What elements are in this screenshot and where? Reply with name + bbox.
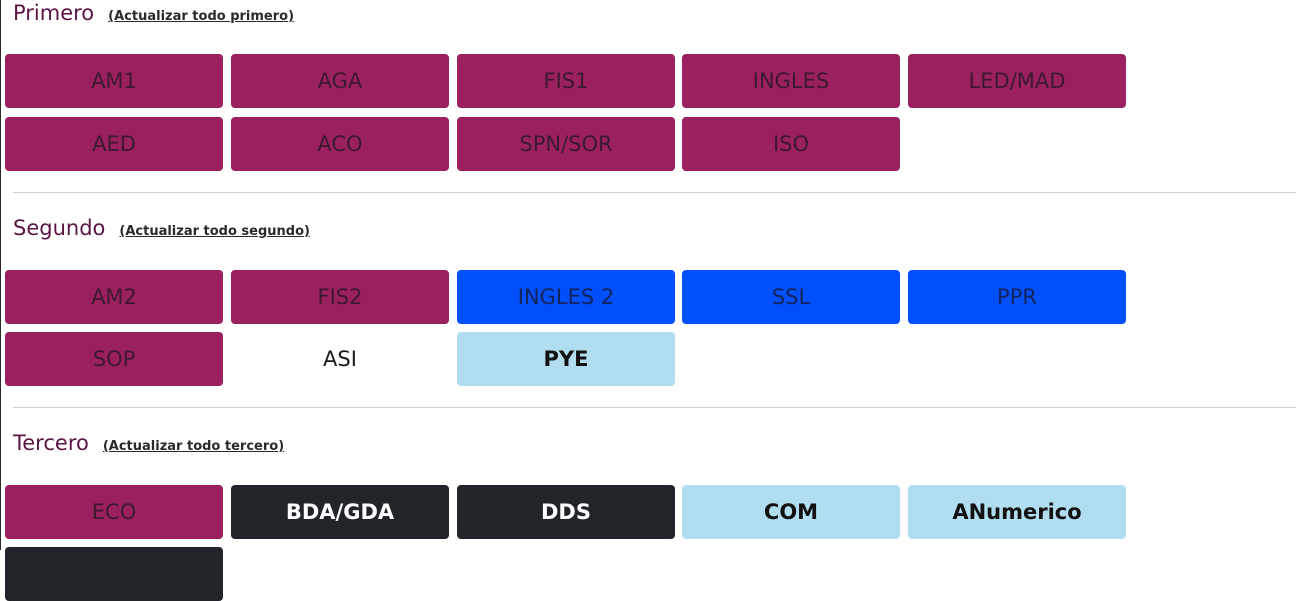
window-left-edge: [0, 0, 1, 550]
subject-button-asi[interactable]: ASI: [231, 332, 449, 386]
subject-button-sop[interactable]: SOP: [5, 332, 223, 386]
subject-button-ppr[interactable]: PPR: [908, 270, 1126, 324]
subject-button-led-mad[interactable]: LED/MAD: [908, 54, 1126, 108]
subject-button-pye[interactable]: PYE: [457, 332, 675, 386]
subject-button-aed[interactable]: AED: [5, 117, 223, 171]
section-header-segundo: Segundo (Actualizar todo segundo): [13, 216, 310, 240]
section-segundo: Segundo (Actualizar todo segundo) AM2 FI…: [0, 193, 1304, 407]
subject-button-spn-sor[interactable]: SPN/SOR: [457, 117, 675, 171]
subject-button-anumerico[interactable]: ANumerico: [908, 485, 1126, 539]
subject-button-aga[interactable]: AGA: [231, 54, 449, 108]
subject-button-fis1[interactable]: FIS1: [457, 54, 675, 108]
update-all-primero-link[interactable]: (Actualizar todo primero): [108, 9, 295, 24]
section-title: Tercero: [13, 431, 89, 455]
subject-button-iso[interactable]: ISO: [682, 117, 900, 171]
section-divider: [13, 192, 1296, 193]
section-header-tercero: Tercero (Actualizar todo tercero): [13, 431, 284, 455]
subject-button-eco[interactable]: ECO: [5, 485, 223, 539]
subject-button-ingles-2[interactable]: INGLES 2: [457, 270, 675, 324]
section-divider: [13, 407, 1296, 408]
subject-button-am2[interactable]: AM2: [5, 270, 223, 324]
subject-button-bda-gda[interactable]: BDA/GDA: [231, 485, 449, 539]
section-primero: Primero (Actualizar todo primero) AM1 AG…: [0, 0, 1304, 192]
subject-button-fis2[interactable]: FIS2: [231, 270, 449, 324]
subject-button-ssl[interactable]: SSL: [682, 270, 900, 324]
update-all-segundo-link[interactable]: (Actualizar todo segundo): [119, 224, 310, 239]
subject-button-ingles[interactable]: INGLES: [682, 54, 900, 108]
section-title: Segundo: [13, 216, 106, 240]
section-tercero: Tercero (Actualizar todo tercero) ECO BD…: [0, 408, 1304, 601]
section-title: Primero: [13, 1, 95, 25]
update-all-tercero-link[interactable]: (Actualizar todo tercero): [102, 439, 285, 454]
subject-button-dds[interactable]: DDS: [457, 485, 675, 539]
subject-button-aco[interactable]: ACO: [231, 117, 449, 171]
subject-button-am1[interactable]: AM1: [5, 54, 223, 108]
subject-button-com[interactable]: COM: [682, 485, 900, 539]
subject-button-partial[interactable]: [5, 547, 223, 601]
section-header-primero: Primero (Actualizar todo primero): [13, 1, 294, 25]
